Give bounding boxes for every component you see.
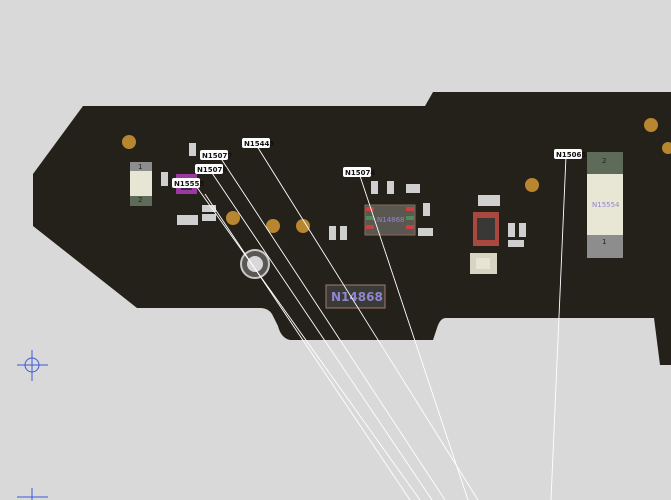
resistor [508,223,515,237]
resistor [418,228,433,236]
resistor [329,226,336,240]
via [525,178,539,192]
via [644,118,658,132]
resistor [371,181,378,194]
passive-components[interactable] [161,143,526,247]
pin-label: 1 [602,238,606,246]
resistor [519,223,526,237]
component-ref: N14868 [331,290,383,304]
resistor [161,172,168,186]
component-ref: N15554 [592,201,620,209]
resistor [478,195,500,206]
svg-text:N15443: N15443 [244,140,274,148]
net-label-n15074[interactable]: N15074 [343,167,375,177]
resistor [202,214,216,221]
crosshair-icon[interactable] [17,350,48,381]
resistor [387,181,394,194]
via [266,219,280,233]
crosshair-icon[interactable] [17,488,48,500]
svg-text:N15078: N15078 [197,166,227,174]
component-left[interactable]: 1 2 [130,162,152,206]
resistor [189,143,196,156]
ic-square[interactable] [473,212,499,246]
resistor [423,203,430,216]
via [296,219,310,233]
component-right[interactable]: 2 N15554 1 [587,152,623,258]
pin-label: 2 [138,196,142,204]
via [122,135,136,149]
svg-text:N15077: N15077 [202,152,232,160]
pin-label: 2 [602,157,606,165]
svg-text:N15074: N15074 [345,169,375,177]
resistor [340,226,347,240]
resistor [177,215,198,225]
resistor [202,205,216,212]
net-label-n15065[interactable]: N15065 [554,149,586,159]
via [662,142,671,154]
component-ref: N14868 [377,216,405,224]
resistor [406,184,420,193]
svg-text:N15553: N15553 [174,180,204,188]
svg-text:N15065: N15065 [556,151,586,159]
ic-mid[interactable]: N14868 [364,204,416,236]
net-label-n15553[interactable]: N15553 [172,178,204,188]
via-group [122,118,671,233]
net-label-n15077[interactable]: N15077 [200,150,232,160]
ratsnest-lines [195,142,567,500]
net-label-n15078[interactable]: N15078 [195,164,227,174]
pcb-board [33,92,671,365]
component-small[interactable] [470,253,497,274]
net-label-n15443[interactable]: N15443 [242,138,274,148]
ic-center[interactable]: N14868 [325,284,386,309]
mounting-hole[interactable] [240,249,270,279]
pin-label: 1 [138,163,142,171]
via [226,211,240,225]
resistor [508,240,524,247]
